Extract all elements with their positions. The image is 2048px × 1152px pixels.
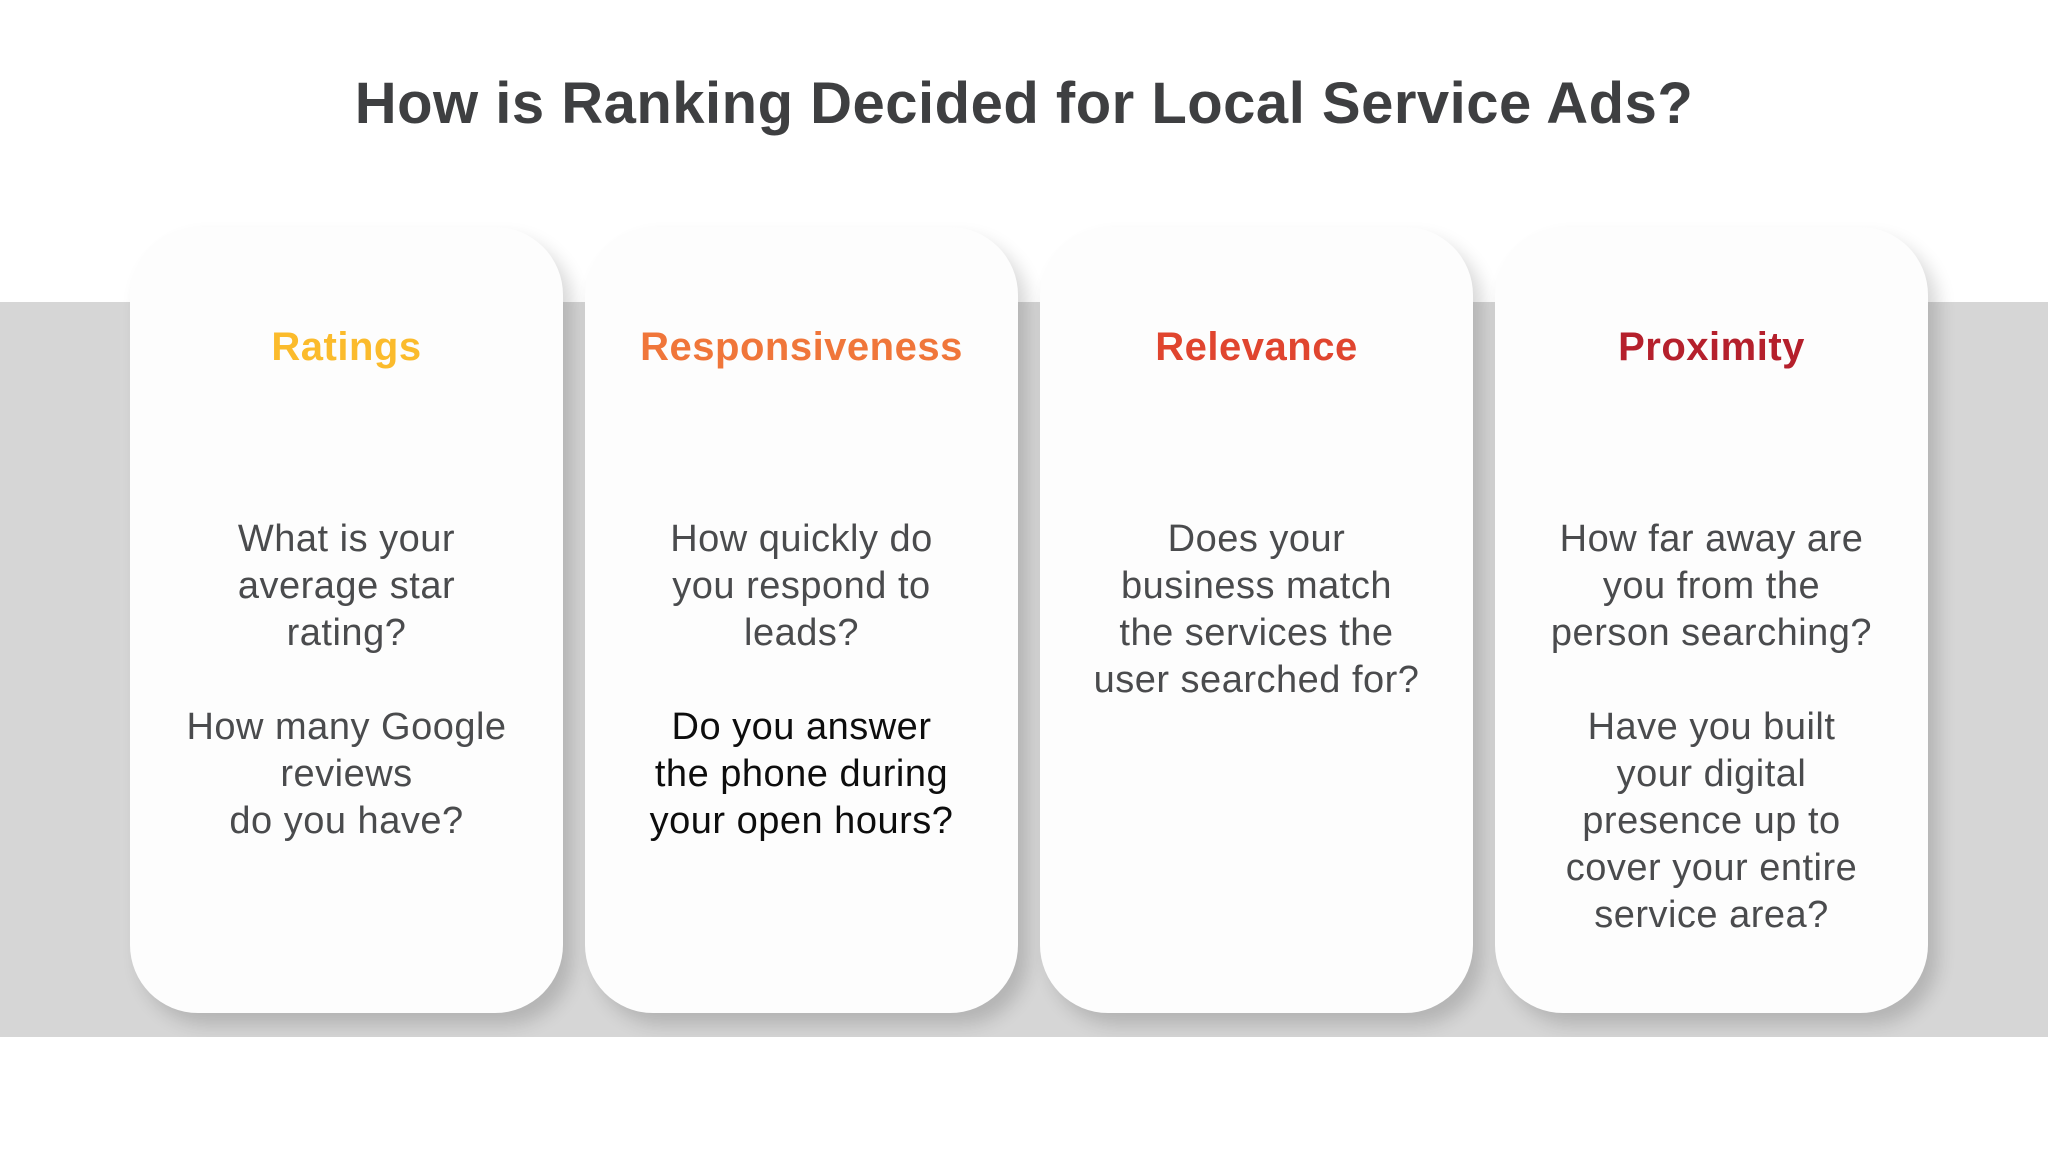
card-proximity-body: How far away are you from the person sea… bbox=[1507, 516, 1916, 939]
card-proximity-paragraph-2: Have you built your digital presence up … bbox=[1565, 706, 1858, 936]
cards-row: Ratings What is your average star rating… bbox=[130, 227, 1928, 1013]
card-ratings-body: What is your average star rating? How ma… bbox=[142, 516, 551, 845]
card-ratings-paragraph-1: What is your average star rating? bbox=[237, 518, 456, 654]
card-relevance: Relevance Does your business match the s… bbox=[1040, 227, 1473, 1013]
card-relevance-title: Relevance bbox=[1155, 325, 1358, 369]
slide-title: How is Ranking Decided for Local Service… bbox=[354, 71, 1694, 136]
card-relevance-paragraph-1: Does your business match the services th… bbox=[1093, 518, 1420, 701]
card-responsiveness: Responsiveness How quickly do you respon… bbox=[585, 227, 1018, 1013]
card-responsiveness-body: How quickly do you respond to leads? Do … bbox=[597, 516, 1006, 845]
card-ratings-title: Ratings bbox=[271, 325, 422, 369]
card-responsiveness-title: Responsiveness bbox=[640, 325, 963, 369]
card-ratings: Ratings What is your average star rating… bbox=[130, 227, 563, 1013]
card-relevance-body: Does your business match the services th… bbox=[1052, 516, 1461, 704]
card-responsiveness-paragraph-1: How quickly do you respond to leads? bbox=[670, 518, 933, 654]
card-proximity: Proximity How far away are you from the … bbox=[1495, 227, 1928, 1013]
footer: surefirelocal™ 20 bbox=[0, 1037, 2048, 1152]
card-proximity-paragraph-1: How far away are you from the person sea… bbox=[1550, 518, 1873, 654]
card-proximity-title: Proximity bbox=[1618, 325, 1805, 369]
card-ratings-paragraph-2: How many Google reviews do you have? bbox=[186, 706, 507, 842]
card-responsiveness-paragraph-2: Do you answer the phone during your open… bbox=[649, 706, 954, 842]
